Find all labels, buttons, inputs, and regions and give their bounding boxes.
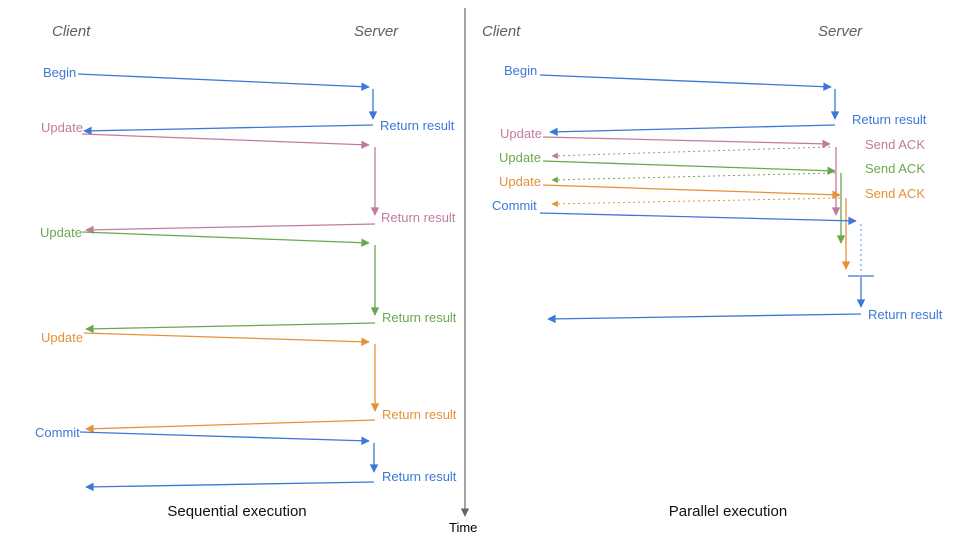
par-client-header: Client [482,23,521,40]
request-arrow [542,184,841,199]
seq-update3-label: Update [41,330,83,345]
seq-commit-label: Commit [35,425,80,440]
request-arrow [539,74,832,91]
response-arrow [85,322,376,334]
par-update2-label: Update [499,150,541,165]
request-arrow [83,332,370,346]
par-update3-label: Update [499,174,541,189]
response-arrow [83,124,374,136]
ack-arrow-dotted [551,172,836,184]
seq-return-result-4: Return result [382,407,457,422]
ack-arrow-dotted [551,197,841,208]
seq-return-result-5: Return result [382,469,457,484]
seq-server-header: Server [354,23,399,40]
par-send-ack-3: Send ACK [865,186,925,201]
par-msg-update-3 [542,184,851,270]
par-begin-label: Begin [504,63,538,78]
request-arrow [77,73,370,91]
par-send-ack-1: Send ACK [865,137,925,152]
seq-update2-label: Update [40,225,82,240]
seq-msg-update-2 [81,231,380,334]
par-return-result-2: Return result [868,307,943,322]
seq-return-result-3: Return result [382,310,457,325]
response-arrow [547,313,862,324]
seq-return-result-1: Return result [380,118,455,133]
time-axis-label: Time [449,520,478,535]
par-return-result-1: Return result [852,112,927,127]
request-arrow [542,136,831,149]
request-arrow [542,160,836,175]
par-commit-label: Commit [492,198,537,213]
seq-panel-title: Sequential execution [167,503,307,520]
seq-msg-commit [79,431,379,492]
ack-arrow-dotted [551,146,831,160]
seq-msg-update-3 [83,332,380,433]
par-panel-title: Parallel execution [668,503,788,520]
request-arrow [81,133,370,149]
seq-client-header: Client [52,23,91,40]
seq-update1-label: Update [41,120,83,135]
request-arrow [539,212,857,226]
response-arrow [85,419,376,433]
par-msg-begin [539,74,840,137]
par-send-ack-2: Send ACK [865,161,925,176]
request-arrow [81,231,370,247]
seq-begin-label: Begin [43,65,77,80]
seq-return-result-2: Return result [381,210,456,225]
par-server-header: Server [818,23,863,40]
par-update1-label: Update [500,126,542,141]
par-msg-update-2 [542,160,846,244]
request-arrow [79,431,370,445]
seq-msg-begin [77,73,378,136]
response-arrow [85,223,376,235]
response-arrow [85,481,375,492]
response-arrow [549,124,836,137]
par-msg-update-1 [542,136,841,216]
par-msg-commit [539,212,874,324]
seq-msg-update-1 [81,133,380,235]
